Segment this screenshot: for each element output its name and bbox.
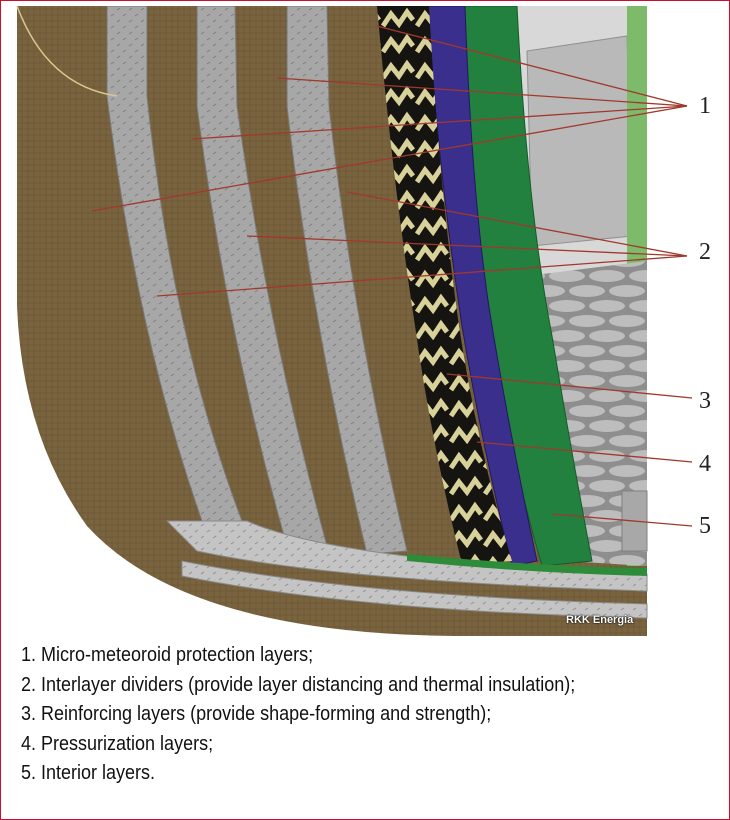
leader-2c (156, 255, 688, 297)
leader-5 (551, 513, 693, 527)
divider-panel-3 (286, 6, 408, 555)
leader-1d (91, 105, 688, 212)
legend-item-3: 3. Reinforcing layers (provide shape-for… (21, 703, 492, 725)
bottom-green-edge (407, 554, 647, 576)
leader-1c (191, 105, 688, 140)
legend-item-1: 1. Micro-meteoroid protection layers; (21, 644, 314, 666)
bottom-divider-sheet-1 (165, 520, 648, 592)
callout-3: 3 (699, 388, 711, 414)
leader-1a (376, 25, 688, 107)
image-credit: RKK Energia (566, 614, 634, 626)
callout-4: 4 (699, 451, 711, 477)
callout-5: 5 (699, 513, 711, 539)
outer-edge-line (16, 6, 118, 97)
legend-item-4: 4. Pressurization layers; (21, 732, 214, 755)
legend-list: 1. Micro-meteoroid protection layers; 2.… (21, 641, 637, 789)
bottom-divider-sheet-2 (181, 560, 648, 619)
callout-1: 1 (699, 93, 711, 119)
leader-lines (91, 25, 693, 527)
callout-2: 2 (699, 239, 711, 265)
legend-item-5: 5. Interior layers. (21, 762, 156, 784)
layered-wall-illustration (16, 6, 693, 636)
leader-1b (276, 77, 688, 107)
leader-2a (346, 191, 688, 257)
pressurization-layer (426, 6, 538, 567)
leader-2b (246, 235, 688, 257)
reinforcing-layer (377, 6, 512, 564)
leader-3 (446, 373, 693, 399)
legend-item-2: 2. Interlayer dividers (provide layer di… (21, 673, 576, 696)
interior-upper-block (526, 35, 633, 247)
leader-4 (476, 441, 693, 463)
